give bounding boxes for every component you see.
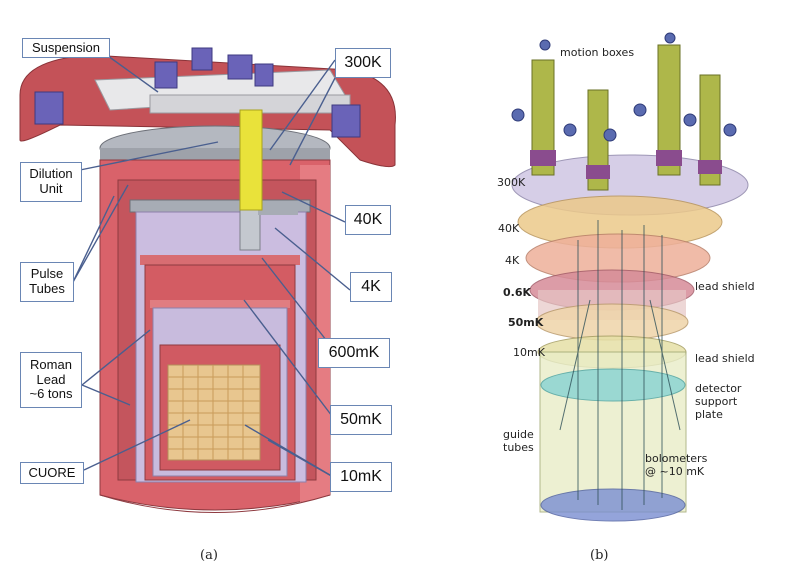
b-label-detector-support-plate: detector support plate (695, 382, 742, 422)
b-guide-tubes (559, 220, 681, 510)
label-4k: 4K (350, 272, 392, 302)
label-40k: 40K (345, 205, 391, 235)
cuore-towers (167, 364, 261, 461)
b-label-guide-tubes: guide tubes (503, 428, 534, 455)
b-label-0-6k: 0.6K (503, 286, 532, 299)
suspension-blocks (34, 47, 361, 138)
b-label-bolometers: bolometers @ ~10 mK (645, 452, 708, 479)
pulse-tube (239, 109, 263, 211)
label-10mk: 10mK (330, 462, 392, 492)
b-detector-plate (540, 368, 686, 402)
b-bottom (540, 488, 686, 522)
label-cuore: CUORE (20, 462, 84, 484)
b-label-lead-shield-1: lead shield (695, 280, 755, 293)
label-suspension: Suspension (22, 38, 110, 58)
label-pulse-tubes: Pulse Tubes (20, 262, 74, 302)
b-label-300k: 300K (497, 176, 526, 189)
b-plate-50mk (535, 303, 689, 341)
panel-a-arrows (72, 55, 351, 479)
b-label-10mk: 10mK (513, 346, 545, 359)
b-motion-boxes (530, 44, 722, 191)
b-label-4k: 4K (505, 254, 520, 267)
label-600mk: 600mK (318, 338, 390, 368)
b-flanges (511, 32, 737, 142)
roman-lead-text: Roman Lead ~6 tons (29, 356, 73, 402)
caption-b: (b) (590, 548, 609, 563)
caption-a: (a) (200, 548, 218, 563)
b-label-lead-shield-2: lead shield (695, 352, 755, 365)
pulse-tubes-text: Pulse Tubes (29, 266, 65, 296)
dilution-unit-text: Dilution Unit (29, 166, 73, 196)
b-label-motion-boxes: motion boxes (560, 46, 635, 59)
b-label-50mk: 50mK (508, 316, 544, 329)
label-dilution-unit: Dilution Unit (20, 162, 82, 202)
label-roman-lead: Roman Lead ~6 tons (20, 352, 82, 408)
b-label-40k: 40K (498, 222, 520, 235)
label-300k: 300K (335, 48, 391, 78)
label-50mk: 50mK (330, 405, 392, 435)
